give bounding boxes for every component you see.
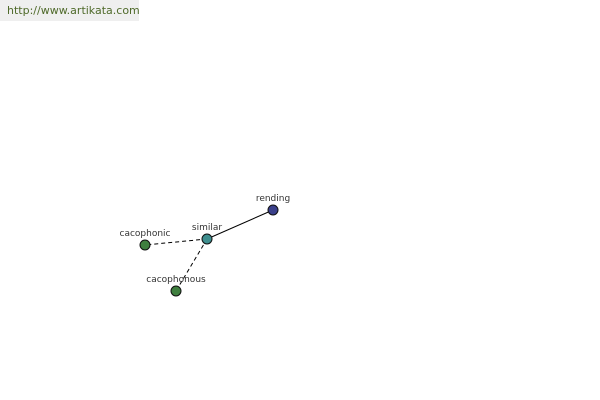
node-cacophonic[interactable]: cacophonic	[120, 229, 171, 251]
node-label-cacophonous: cacophonous	[146, 275, 206, 285]
edge-similar-cacophonous	[175, 238, 208, 292]
node-rending[interactable]: rending	[256, 194, 290, 216]
node-circle-cacophonic[interactable]	[139, 239, 151, 251]
node-label-cacophonic: cacophonic	[120, 229, 171, 239]
node-label-rending: rending	[256, 194, 290, 204]
node-label-similar: similar	[192, 223, 222, 233]
edge-similar-rending	[206, 209, 274, 240]
site-url-link[interactable]: http://www.artikata.com	[7, 4, 140, 17]
nodes-layer: similar rending cacophonic cacophonous	[120, 194, 290, 297]
edges-layer	[144, 209, 274, 292]
edge-similar-cacophonic	[144, 238, 208, 246]
node-similar[interactable]: similar	[192, 223, 222, 245]
node-circle-cacophonous[interactable]	[170, 285, 182, 297]
node-circle-similar[interactable]	[201, 233, 213, 245]
url-banner: http://www.artikata.com	[0, 0, 140, 21]
node-cacophonous[interactable]: cacophonous	[146, 275, 206, 297]
node-circle-rending[interactable]	[267, 204, 279, 216]
